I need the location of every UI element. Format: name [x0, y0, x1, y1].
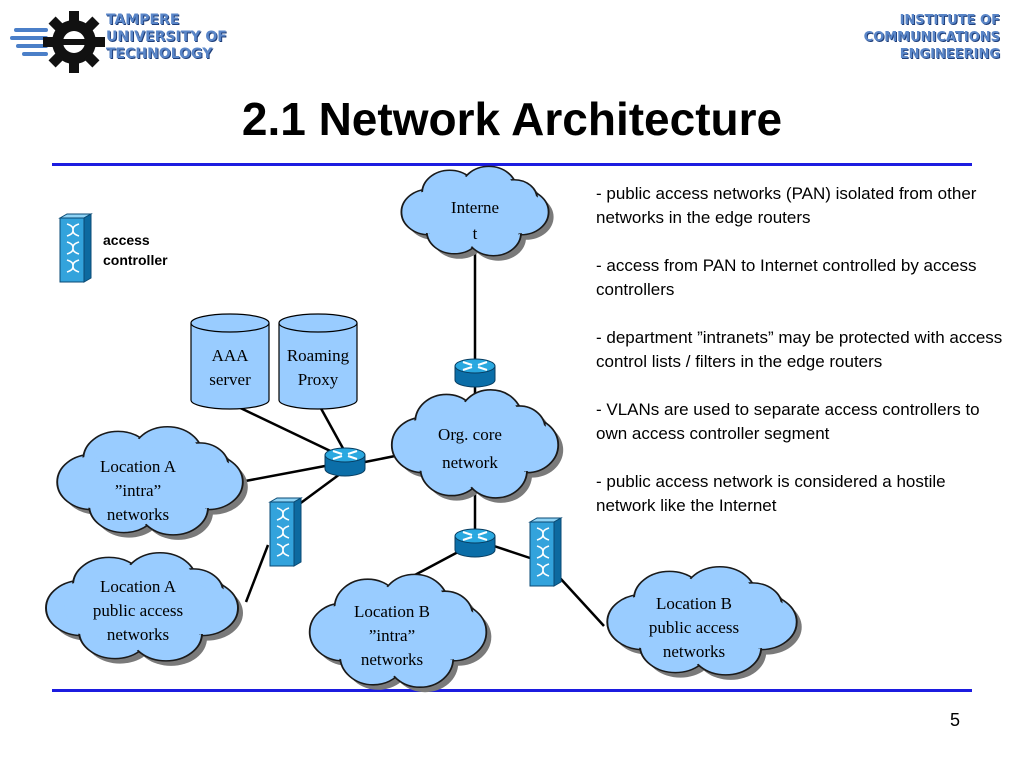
location-b-intra-label: ”intra”: [369, 626, 415, 645]
location-b-public-label: Location B: [656, 594, 732, 613]
bullet-item: - access from PAN to Internet controlled…: [596, 256, 977, 299]
university-logo-icon: [10, 11, 105, 73]
bullet-list: - public access networks (PAN) isolated …: [596, 182, 1006, 542]
location-b-intra-label: networks: [361, 650, 423, 669]
location-b-intra-label: Location B: [354, 602, 430, 621]
legend-label-line: controller: [103, 252, 168, 268]
institute-name-line: ENGINEERING: [899, 47, 1000, 62]
slide-title: 2.1 Network Architecture: [241, 93, 783, 145]
legend-label: access controller: [103, 230, 168, 270]
router-icon: [454, 358, 496, 388]
link-controller-locA-public: [244, 544, 270, 603]
bullet-item: - department ”intranets” may be protecte…: [596, 328, 1003, 371]
link-edge-controller: [297, 472, 341, 507]
bullet-item: - public access networks (PAN) isolated …: [596, 184, 977, 227]
location-a-intra-label: Location A: [100, 457, 177, 476]
bullet-item: - VLANs are used to separate access cont…: [596, 400, 980, 443]
access-controller-icon: [529, 517, 562, 587]
institute-name: INSTITUTE OF COMMUNICATIONS ENGINEERING: [864, 12, 1000, 63]
bullet-item: - public access network is considered a …: [596, 472, 946, 515]
org-core-label: network: [442, 453, 498, 472]
legend-label-line: access: [103, 232, 150, 248]
roaming-proxy-database: [278, 313, 358, 410]
router-icon: [324, 447, 366, 477]
location-a-public-label: Location A: [100, 577, 177, 596]
internet-label: Interne: [451, 198, 499, 217]
link-aaa-edge: [229, 401, 346, 460]
page-number: 5: [950, 710, 961, 730]
router-icon: [454, 528, 496, 558]
org-core-cloud: [390, 388, 564, 503]
aaa-server-label: AAA: [212, 346, 250, 365]
access-controller-icon: [59, 213, 92, 283]
network-links: [229, 250, 605, 627]
aaa-server-label: server: [209, 370, 251, 389]
location-a-public-label: networks: [107, 625, 169, 644]
location-b-public-label: public access: [649, 618, 739, 637]
roaming-proxy-label: Roaming: [287, 346, 350, 365]
location-a-intra-label: networks: [107, 505, 169, 524]
institute-name-line: COMMUNICATIONS: [863, 30, 1000, 45]
university-name: TAMPERE UNIVERSITY OF TECHNOLOGY: [106, 12, 227, 63]
university-name-line: TECHNOLOGY: [106, 46, 213, 62]
link-edge-locA-intra: [239, 464, 326, 484]
location-a-intra-label: ”intra”: [115, 481, 161, 500]
access-controller-icon: [269, 497, 302, 567]
university-name-line: UNIVERSITY OF: [106, 29, 227, 45]
location-b-public-label: networks: [663, 642, 725, 661]
link-controller-locB-public: [559, 577, 605, 627]
roaming-proxy-label: Proxy: [298, 370, 339, 389]
org-core-label: Org. core: [438, 425, 502, 444]
internet-label: t: [473, 224, 478, 243]
location-a-public-label: public access: [93, 601, 183, 620]
top-divider: [52, 163, 972, 166]
link-proxy-edge: [316, 402, 347, 453]
aaa-server-database: [190, 313, 270, 410]
link-router-controller: [493, 544, 531, 560]
institute-name-line: INSTITUTE OF: [899, 13, 1000, 28]
university-name-line: TAMPERE: [106, 12, 180, 28]
bottom-divider: [52, 689, 972, 692]
